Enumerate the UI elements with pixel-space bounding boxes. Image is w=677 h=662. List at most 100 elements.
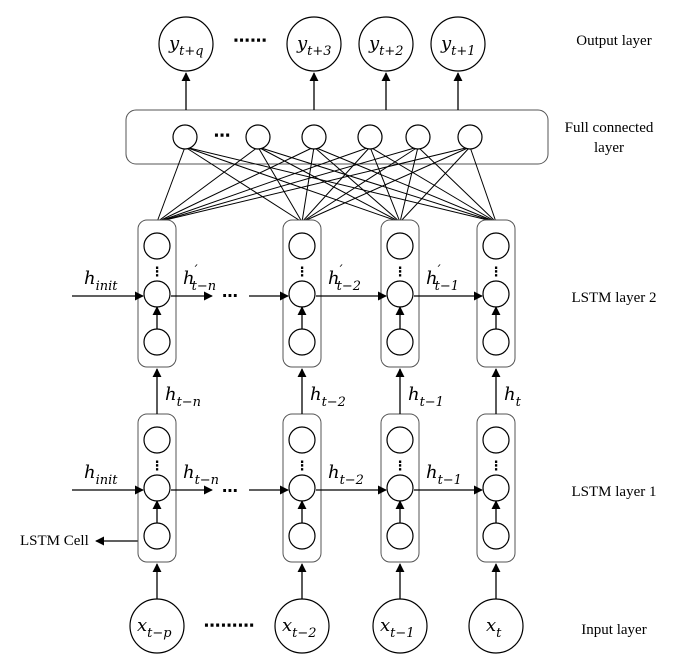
fc-connection-1-3 <box>301 146 371 223</box>
lstm2-cell-0-neuron-bottom <box>143 328 171 356</box>
fc-connection-1-4 <box>301 146 419 223</box>
vertical-state-label-3: ht <box>504 384 522 410</box>
lstm-layer-2-label: LSTM layer 2 <box>572 290 657 306</box>
lstm2-t1-label-subscript: t−1 <box>435 279 459 294</box>
lstm1-init-label-subscript: init <box>96 473 119 488</box>
lstm2-cell-0-neuron-mid <box>143 280 171 308</box>
lstm2-t1-label-base: h <box>426 268 438 289</box>
lstm1-cell-2-colon: ⋮ <box>394 459 407 474</box>
output-label-1-subscript: t+3 <box>307 44 331 59</box>
fc-connection-3-5 <box>469 146 497 223</box>
lstm2-cell-3-neuron-top <box>482 232 510 260</box>
fc-connection-0-3 <box>156 146 371 223</box>
input-label-0-subscript: t−p <box>147 626 171 641</box>
lstm1-cell-2-neuron-mid <box>386 474 414 502</box>
fc-connection-0-5 <box>156 146 471 223</box>
fc-neuron-5 <box>457 124 483 150</box>
input-label-2-subscript: t−1 <box>390 626 414 641</box>
vertical-state-label-0: ht−n <box>165 384 201 410</box>
lstm1-cell-1-colon: ⋮ <box>296 459 309 474</box>
lstm2-t2-label: h′t−2 <box>328 263 361 294</box>
lstm2-cell-1-neuron-top <box>288 232 316 260</box>
lstm1-t1-label: ht−1 <box>426 462 462 488</box>
output-node-2 <box>358 16 414 72</box>
lstm1-ellipsis: ⋯ <box>222 481 238 500</box>
output-layer-label: Output layer <box>576 33 651 49</box>
lstm2-t1-label: h′t−1 <box>426 263 459 294</box>
lstm2-cell-1-colon: ⋮ <box>296 265 309 280</box>
input-label-3-subscript: t <box>496 626 502 641</box>
input-label-1-subscript: t−2 <box>292 626 316 641</box>
input-label-0: xt−p <box>137 615 172 641</box>
lstm2-tn-label-prime: ′ <box>195 263 198 279</box>
lstm1-cell-3-colon: ⋮ <box>490 459 503 474</box>
lstm2-cell-2-colon: ⋮ <box>394 265 407 280</box>
fc-connection-2-1 <box>257 146 401 223</box>
input-layer-label: Input layer <box>581 622 646 638</box>
fc-connection-1-1 <box>257 146 303 223</box>
fc-connection-0-2 <box>156 146 315 223</box>
lstm1-cell-1-neuron-bottom <box>288 522 316 550</box>
fc-connection-1-5 <box>301 146 471 223</box>
lstm1-cell-0-colon: ⋮ <box>151 459 164 474</box>
fc-connection-2-0 <box>184 146 401 223</box>
output-node-0 <box>158 16 214 72</box>
input-ellipsis: ⋯⋯⋯ <box>204 616 255 636</box>
output-label-3: yt+1 <box>440 33 475 59</box>
fc-ellipsis: ⋯ <box>214 126 231 146</box>
output-label-3-subscript: t+1 <box>451 44 475 59</box>
vertical-state-label-3-base: h <box>504 384 516 405</box>
lstm1-tn-label-base: h <box>183 462 195 483</box>
fc-neuron-3 <box>357 124 383 150</box>
vertical-state-label-3-subscript: t <box>516 395 522 410</box>
vertical-state-label-1-base: h <box>310 384 322 405</box>
lstm2-init-label: hinit <box>84 268 118 294</box>
vertical-state-label-1-subscript: t−2 <box>322 395 346 410</box>
lstm2-ellipsis: ⋯ <box>222 286 238 305</box>
lstm1-cell-0-neuron-bottom <box>143 522 171 550</box>
output-label-1-base: y <box>296 33 308 54</box>
input-label-1: xt−2 <box>282 615 316 641</box>
lstm2-cell-0-colon: ⋮ <box>151 265 164 280</box>
output-node-1 <box>286 16 342 72</box>
lstm1-init-label-base: h <box>84 462 96 483</box>
input-label-2: xt−1 <box>380 615 414 641</box>
fc-neuron-2 <box>301 124 327 150</box>
lstm1-cell-1-neuron-mid <box>288 474 316 502</box>
lstm1-cell-0-neuron-mid <box>143 474 171 502</box>
lstm2-tn-label-base: h <box>183 268 195 289</box>
input-label-1-base: x <box>282 615 292 636</box>
input-label-3: xt <box>486 615 502 641</box>
vertical-state-label-2-subscript: t−1 <box>420 395 444 410</box>
lstm1-cell-3-neuron-bottom <box>482 522 510 550</box>
output-label-2-base: y <box>368 33 380 54</box>
output-label-0-base: y <box>168 33 180 54</box>
fc-connection-2-4 <box>399 146 419 223</box>
lstm1-cell-2-neuron-top <box>386 426 414 454</box>
output-node-3 <box>430 16 486 72</box>
output-label-2: yt+2 <box>368 33 403 59</box>
lstm2-cell-2-neuron-top <box>386 232 414 260</box>
fc-connection-3-0 <box>184 146 497 223</box>
output-label-3-base: y <box>440 33 452 54</box>
lstm1-cell-1-neuron-top <box>288 426 316 454</box>
lstm2-cell-3-neuron-bottom <box>482 328 510 356</box>
vertical-state-label-0-subscript: t−n <box>177 395 201 410</box>
vertical-state-label-1: ht−2 <box>310 384 346 410</box>
vertical-state-label-2-base: h <box>408 384 420 405</box>
input-label-3-base: x <box>486 615 496 636</box>
lstm2-tn-label-subscript: t−n <box>192 279 216 294</box>
input-label-2-base: x <box>380 615 390 636</box>
lstm2-cell-0-neuron-top <box>143 232 171 260</box>
fc-neuron-1 <box>245 124 271 150</box>
fc-connection-2-3 <box>369 146 401 223</box>
lstm2-cell-2-neuron-mid <box>386 280 414 308</box>
output-label-2-subscript: t+2 <box>379 44 403 59</box>
lstm2-cell-2-neuron-bottom <box>386 328 414 356</box>
lstm1-cell-2-neuron-bottom <box>386 522 414 550</box>
fc-connection-0-1 <box>156 146 259 223</box>
fc-connection-3-2 <box>313 146 497 223</box>
lstm2-cell-3-neuron-mid <box>482 280 510 308</box>
lstm1-t1-label-subscript: t−1 <box>438 473 462 488</box>
